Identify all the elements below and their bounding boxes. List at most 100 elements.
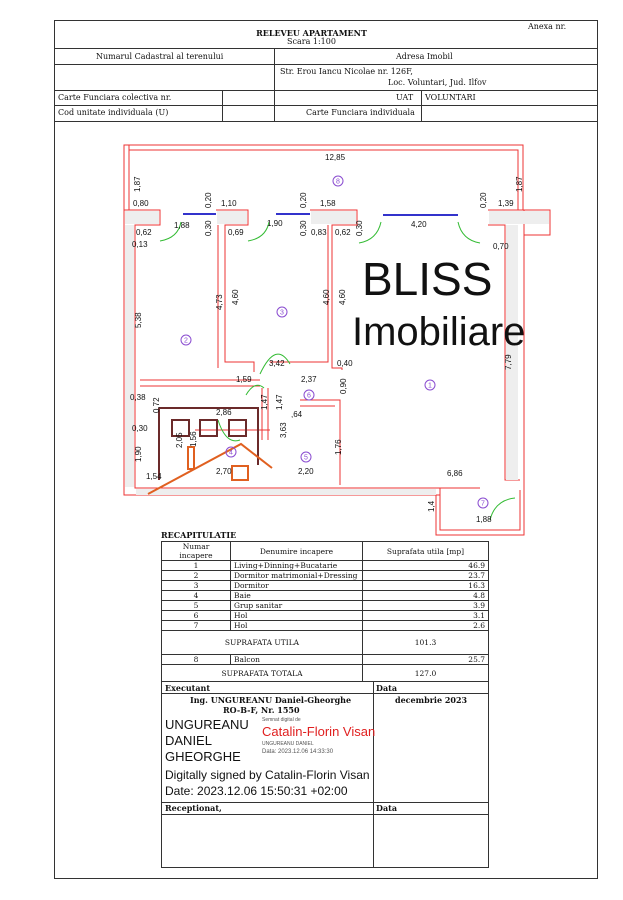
floor-plan: BLISS Imobiliare 12,85 1,87 1,87 0,80 0,20 1,… — [123, 144, 551, 536]
total-value: 127.0 — [362, 664, 489, 682]
data2-label: Data — [376, 803, 397, 813]
divider — [54, 90, 597, 91]
dimension-label: 0,62 — [335, 228, 351, 237]
dimension-label: 6,86 — [447, 469, 463, 478]
document-title: RELEVEU APARTAMENT — [256, 28, 367, 38]
col-header: Numar incapere — [161, 541, 231, 561]
bliss-logo: BLISS Imobiliare — [147, 253, 525, 495]
document-frame — [54, 20, 598, 879]
engineer-name: Ing. UNGUREANU Daniel-Gheorghe — [190, 695, 352, 705]
divider — [162, 802, 488, 803]
room-circle — [424, 379, 436, 391]
room-name: Grup sanitar — [230, 600, 363, 611]
dimension-label: 1,47 — [260, 394, 269, 410]
divider — [162, 814, 488, 815]
dimension-label: 7,79 — [504, 354, 513, 370]
room-nr: 2 — [161, 570, 231, 581]
col-header: Denumire incapere — [230, 541, 363, 561]
divider — [162, 693, 488, 694]
dimension-label: 1,58 — [320, 199, 336, 208]
dimension-label: 0,30 — [132, 424, 148, 433]
dimension-label: 3,63 — [279, 422, 288, 438]
dimension-label: 2,37 — [301, 375, 317, 384]
dimension-label: 1,56 — [189, 431, 198, 447]
dimension-label: 0,30 — [299, 220, 308, 236]
sig-line: DANIEL — [165, 733, 212, 748]
dimension-label: 1,88 — [174, 221, 190, 230]
dimension-label: 0,80 — [133, 199, 149, 208]
room-circle — [303, 389, 315, 401]
dimension-label: 0,72 — [152, 397, 161, 413]
room-marker: 1 — [424, 379, 436, 391]
dimension-label: 0,20 — [479, 192, 488, 208]
room-nr: 4 — [161, 590, 231, 601]
dimension-label: 0,83 — [311, 228, 327, 237]
room-nr: 5 — [161, 600, 231, 611]
dimension-label: 2,70 — [216, 467, 232, 476]
room-marker: 6 — [303, 389, 315, 401]
sig-small-mid: UNGUREANU DANIEL — [262, 741, 314, 747]
address-line1: Str. Erou Iancu Nicolae nr. 126F, — [280, 67, 413, 76]
divider — [373, 682, 374, 867]
room-number: 5 — [304, 455, 308, 462]
room-area: 3.1 — [362, 610, 489, 621]
address-label: Adresa Imobil — [396, 52, 453, 61]
room-marker: 3 — [276, 306, 288, 318]
room-circle — [332, 175, 344, 187]
dimension-label: 0,30 — [355, 220, 364, 236]
sig-line: UNGUREANU — [165, 717, 249, 732]
recap-title: RECAPITULATIE — [161, 530, 237, 540]
uat-label: UAT — [396, 93, 414, 102]
room-area: 4.8 — [362, 590, 489, 601]
dimension-label: 4,73 — [215, 294, 224, 310]
dimension-label: 1,59 — [236, 375, 252, 384]
room-nr: 3 — [161, 580, 231, 591]
total-label: SUPRAFATA TOTALA — [161, 664, 363, 682]
digital-signature-date: Date: 2023.12.06 15:50:31 +02:00 — [165, 784, 348, 798]
dimension-label: 3,42 — [269, 359, 285, 368]
dimension-label: 1,10 — [221, 199, 237, 208]
dimension-label: 5,38 — [134, 312, 143, 328]
col-header: Suprafata utila [mp] — [362, 541, 489, 561]
dimension-label: 4,20 — [411, 220, 427, 229]
room-nr: 7 — [161, 620, 231, 631]
dimension-label: 1,47 — [275, 394, 284, 410]
dimension-label: 1,76 — [334, 439, 343, 455]
date-value: decembrie 2023 — [395, 695, 468, 705]
address-line2: Loc. Voluntari, Jud. Ilfov — [388, 78, 487, 87]
divider — [421, 90, 422, 121]
room-number: 7 — [481, 501, 485, 508]
divider — [54, 64, 597, 65]
windows — [183, 213, 458, 216]
door-swings — [159, 221, 516, 521]
uat-value: VOLUNTARI — [425, 93, 476, 102]
room-number: 1 — [428, 383, 432, 390]
dimension-label: 0,90 — [339, 378, 348, 394]
digital-signature: Digitally signed by Catalin-Florin Visan — [165, 768, 370, 782]
dimension-label: 1,90 — [267, 219, 283, 228]
room-marker: 8 — [332, 175, 344, 187]
dimension-label: 0,20 — [299, 192, 308, 208]
room-area: 16.3 — [362, 580, 489, 591]
dimension-label: 1,88 — [476, 515, 492, 524]
dimension-label: 2,86 — [216, 408, 232, 417]
receptionat-label: Receptionat, — [165, 803, 222, 813]
dimension-label: 0,62 — [136, 228, 152, 237]
room-number: 4 — [229, 450, 233, 457]
room-nr: 8 — [161, 654, 231, 665]
util-value: 101.3 — [362, 630, 489, 655]
room-marker: 5 — [300, 451, 312, 463]
sig-line: GHEORGHE — [165, 749, 241, 764]
dimension-label: 12,85 — [325, 153, 346, 162]
dimension-label: 1,87 — [133, 176, 142, 192]
signature-visan: Catalin-Florin Visan — [262, 724, 376, 739]
room-name: Hol — [230, 610, 363, 621]
dimension-label: 1,87 — [515, 176, 524, 192]
